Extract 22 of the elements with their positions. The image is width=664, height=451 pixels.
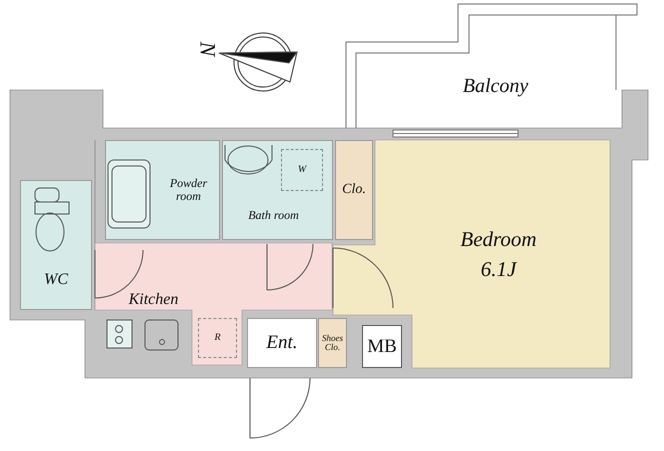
room-label: Powder room — [168, 177, 208, 203]
room-label: R — [214, 332, 221, 344]
appliance-space — [198, 318, 237, 358]
room-label: Clo. — [342, 182, 366, 198]
room-label: MB — [367, 336, 397, 356]
room-area — [362, 325, 402, 368]
room-label: WC — [44, 272, 68, 288]
room-area — [222, 140, 333, 240]
room-label: Balcony — [462, 76, 528, 97]
compass-north-label: N — [194, 42, 220, 56]
room-area — [335, 140, 373, 240]
room-label: Ent. — [266, 333, 298, 353]
room-label: Bath room — [248, 208, 299, 222]
room-area — [318, 318, 347, 368]
appliance-space — [281, 149, 323, 191]
room-area — [20, 180, 92, 310]
room-area — [247, 318, 317, 368]
room-label: Bedroom — [460, 228, 537, 250]
room-label: W — [298, 164, 306, 176]
room-label: Kitchen — [128, 292, 178, 309]
room-label: 6.1J — [480, 258, 516, 280]
room-label: Shoes Clo. — [321, 334, 344, 352]
